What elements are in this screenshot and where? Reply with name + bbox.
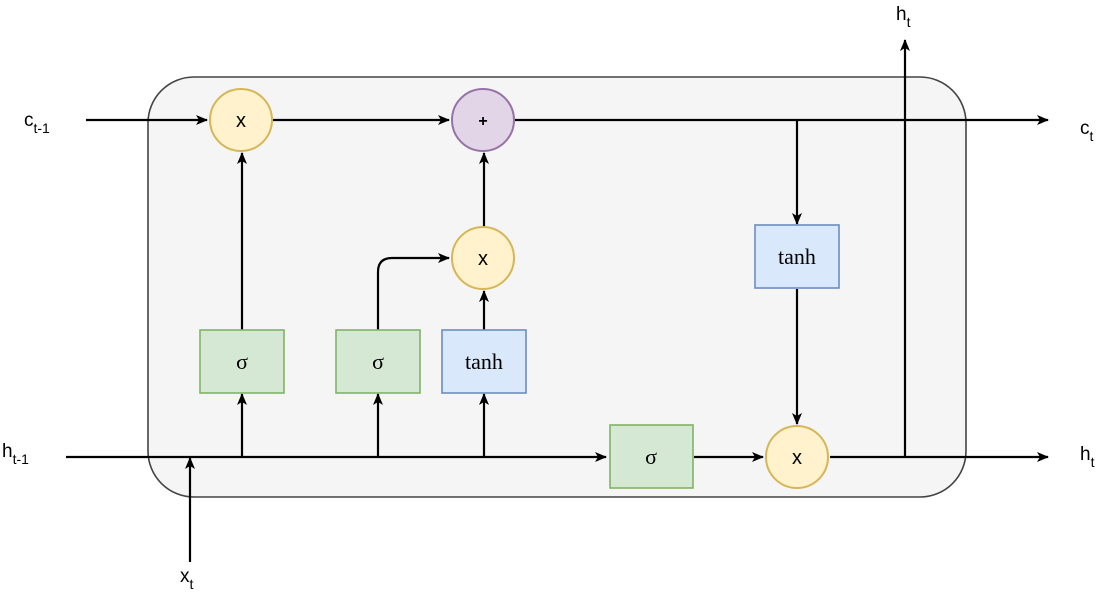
input-gate-sigma: σ xyxy=(335,329,421,394)
output-mult-op: x xyxy=(765,425,829,489)
h-top-label: ht xyxy=(896,4,911,30)
c-prev-label: ct-1 xyxy=(24,110,50,136)
svg-text:+: + xyxy=(478,113,487,130)
svg-text:σ: σ xyxy=(236,349,248,374)
svg-text:x: x xyxy=(478,248,488,270)
svg-text:x: x xyxy=(792,447,802,469)
svg-text:tanh: tanh xyxy=(778,244,816,269)
forget-gate-sigma: σ xyxy=(199,329,285,394)
x-input-label: xt xyxy=(180,566,194,592)
input-mult-op: x xyxy=(451,226,515,290)
forget-mult-op: x xyxy=(209,88,273,152)
svg-text:σ: σ xyxy=(645,444,657,469)
input-sigma-to-mult-line xyxy=(376,253,450,330)
output-tanh-gate: tanh xyxy=(754,224,840,289)
output-gate-sigma: σ xyxy=(609,424,694,489)
svg-text:σ: σ xyxy=(372,349,384,374)
lstm-cell-box xyxy=(147,76,967,498)
c-next-label: ct xyxy=(1080,118,1094,144)
h-next-label: ht xyxy=(1080,444,1095,470)
candidate-tanh-gate: tanh xyxy=(441,329,527,394)
svg-text:tanh: tanh xyxy=(465,349,503,374)
add-op: + xyxy=(451,88,515,152)
h-prev-label: ht-1 xyxy=(2,441,29,467)
svg-text:x: x xyxy=(236,110,246,132)
